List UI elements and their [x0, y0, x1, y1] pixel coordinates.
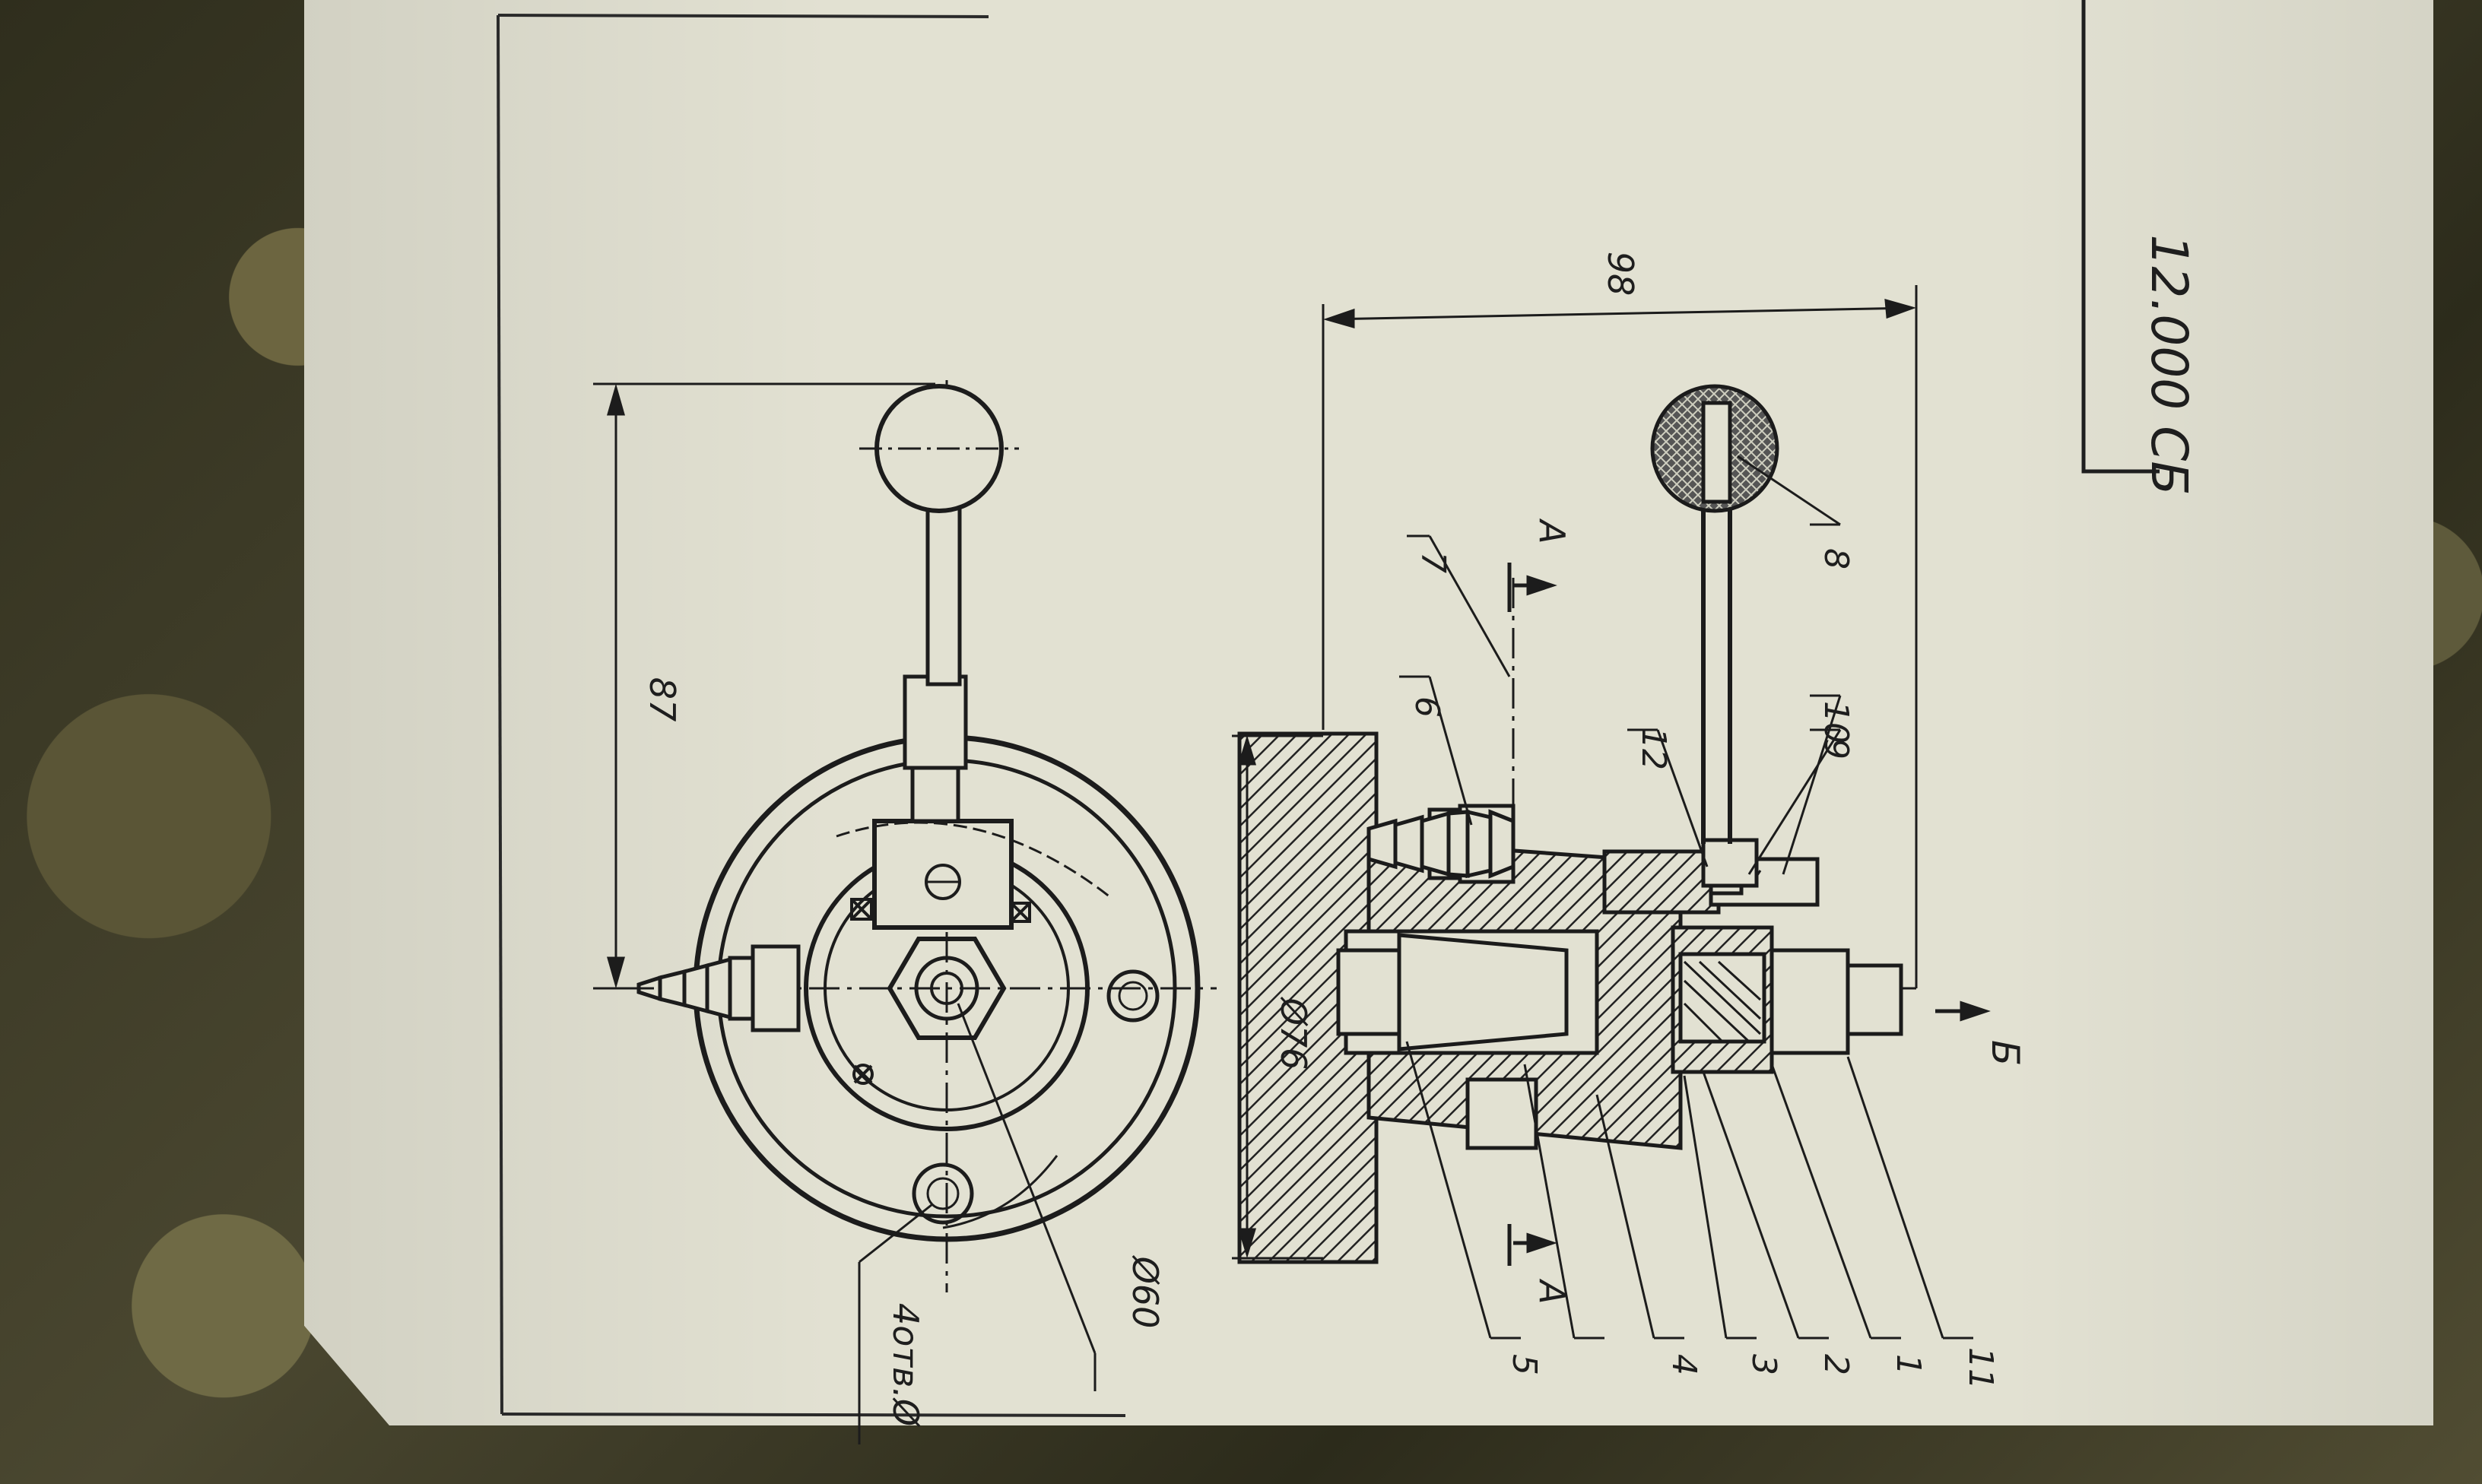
dimension-87 [593, 382, 935, 990]
view-label: Б [1983, 1040, 2027, 1066]
title-block: 12.000 СБ [2081, 0, 2198, 496]
hex-nut [887, 937, 1007, 1040]
section-label-top: А [1531, 518, 1573, 544]
hose-nipple-section [1366, 809, 1516, 879]
callout-5: 5 [1505, 1354, 1544, 1375]
dim-label-holes: 4отв.Ø [885, 1303, 926, 1428]
callout-leaders [1399, 455, 1973, 1340]
drawing-frame [497, 14, 1126, 1417]
lever-arm [925, 484, 962, 687]
section-marks [1507, 563, 1991, 1266]
dimension-98 [1322, 285, 1918, 988]
section-view [1237, 384, 1916, 1264]
dimension-76 [1232, 734, 1323, 1260]
bolt-hole [912, 1162, 974, 1225]
drawing-code: 12.000 СБ [2140, 234, 2198, 495]
lever-section [1602, 849, 1721, 915]
callout-6: 6 [1408, 696, 1446, 718]
dim-label-87: 87 [642, 677, 683, 722]
lever-block [872, 819, 1014, 930]
callout-9: 9 [1817, 738, 1855, 759]
callout-4: 4 [1665, 1354, 1703, 1375]
callout-7: 7 [1414, 552, 1452, 573]
callout-2: 2 [1817, 1354, 1855, 1375]
hose-nipple-plan [636, 944, 801, 1032]
callout-10: 10 [1817, 701, 1855, 744]
callout-11: 11 [1961, 1347, 2000, 1390]
callout-3: 3 [1744, 1354, 1783, 1375]
callout-8: 8 [1817, 548, 1855, 569]
callout-12: 12 [1634, 728, 1673, 770]
callout-1: 1 [1889, 1354, 1928, 1375]
dim-label-98: 98 [1600, 252, 1641, 296]
bolt-hole [1106, 969, 1160, 1023]
bottom-nut [1769, 948, 1850, 1055]
dim-label-60: Ø60 [1125, 1255, 1166, 1329]
dim-label-76: Ø76 [1273, 997, 1314, 1070]
plan-view [608, 380, 1217, 1444]
